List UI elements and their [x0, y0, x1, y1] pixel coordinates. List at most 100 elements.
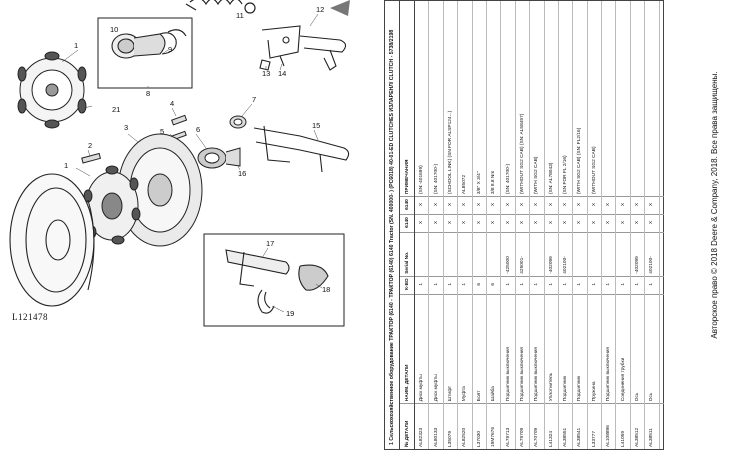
cell-part-name: Подшипник: [573, 293, 587, 404]
fork-shaft-part: [253, 125, 350, 173]
cell-qty: 1: [443, 275, 458, 294]
cell-qty: 1: [645, 275, 659, 294]
cell-notes: [616, 1, 629, 196]
cell-part-name: Подшипник выключения: [602, 293, 616, 404]
cell-notes: 3/8 8.8 Nm: [491, 170, 497, 195]
cell-qty: 1: [530, 275, 544, 294]
callout-5: 5: [160, 127, 164, 136]
callout-7: 7: [252, 95, 256, 104]
parts-table-wrapper: 1 Сельскохозяйственное оборудование ТРАК…: [384, 0, 664, 450]
callout-16: 16: [238, 169, 246, 178]
cell-part-no: L41059: [616, 403, 630, 449]
callout-15: 15: [312, 121, 320, 130]
cell-part-no: AL80133: [429, 403, 443, 449]
cell-notes: [631, 1, 644, 196]
cell-model-a: X: [544, 214, 558, 232]
cell-serial: 425001-: [515, 231, 530, 276]
cell-part-no: L50713: [659, 403, 664, 449]
cell-qty: 6: [472, 275, 486, 294]
cell-notes: (SN: 401700-): [505, 163, 511, 195]
cell-model-a: X: [616, 214, 630, 232]
cell-part-name: Болт: [659, 293, 664, 404]
cell-model-b: X: [501, 196, 515, 215]
table-row: L50713Болт1XX: [659, 1, 664, 449]
cell-part-no: AL79713: [501, 403, 515, 449]
cell-model-b: X: [616, 196, 630, 215]
cell-part-no: AL38541: [573, 403, 587, 449]
copyright-notice: Авторское право © 2018 Deere & Company, …: [710, 71, 719, 339]
callout-1a: 1: [74, 41, 78, 50]
leader-lines: [61, 13, 323, 313]
cell-serial: [415, 231, 429, 276]
cell-model-a: X: [458, 214, 472, 232]
cell-part-no: AL82323: [415, 403, 429, 449]
cell-qty: 1: [659, 275, 664, 294]
cell-part-name: Шайба: [486, 293, 501, 404]
callout-3: 3: [124, 123, 128, 132]
cell-model-a: X: [530, 214, 544, 232]
cell-model-a: X: [472, 214, 486, 232]
pin-part: [81, 152, 102, 164]
cell-model-b: X: [486, 196, 501, 215]
cell-part-name: Соединения трубки: [616, 293, 630, 404]
header-serial: Serial No.: [400, 231, 414, 276]
cell-notes: (SN: 401700-): [433, 163, 439, 195]
release-bearing-part: [111, 29, 187, 59]
cell-qty: 1: [544, 275, 558, 294]
cell-model-b: X: [558, 196, 573, 215]
cell-model-a: X: [415, 214, 429, 232]
flywheel-part: [9, 173, 95, 307]
cell-serial: -425000: [501, 231, 515, 276]
spring-part: [185, 0, 256, 14]
cell-model-b: X: [515, 196, 530, 215]
header-model-b: 6140: [400, 196, 414, 215]
cell-model-a: X: [486, 214, 501, 232]
cell-serial: [472, 231, 486, 276]
cell-notes: (SCHOOL LINK) (SN FOR ALSP124...): [447, 110, 453, 195]
callout-18: 18: [322, 285, 330, 294]
cell-part-no: AL108896: [602, 403, 616, 449]
arrow-pointer: [330, 0, 350, 16]
cell-qty: 1: [587, 275, 602, 294]
cell-model-b: X: [587, 196, 602, 215]
callout-12: 12: [316, 5, 324, 14]
clutch-disc-upper: [17, 51, 87, 129]
header-qty: К-ВО: [400, 275, 414, 294]
cell-notes: [660, 1, 664, 196]
callout-14: 14: [278, 69, 286, 78]
callout-19: 19: [286, 309, 294, 318]
callout-21: 21: [112, 105, 120, 114]
bushing-part: [229, 115, 247, 129]
cell-qty: 1: [630, 275, 645, 294]
cell-qty: 1: [458, 275, 472, 294]
cell-model-b: X: [645, 196, 659, 215]
bearing-callout-box: [97, 17, 193, 89]
cell-qty: 6: [486, 275, 501, 294]
cell-serial: [429, 231, 443, 276]
cell-model-b: X: [573, 196, 587, 215]
callout-1b: 1: [64, 161, 68, 170]
header-notes: ПРИМЕЧАНИЯ: [404, 159, 410, 195]
cell-part-name: Диск муфты: [415, 293, 429, 404]
cell-model-b: X: [443, 196, 458, 215]
cell-serial: [530, 231, 544, 276]
callout-9: 9: [168, 45, 172, 54]
cell-notes: (SN:-401699): [419, 165, 425, 195]
cell-model-a: X: [645, 214, 659, 232]
shift-fork-part: [225, 249, 329, 314]
cell-serial: [573, 231, 587, 276]
table-header: № ДЕТАЛИ НАИМ. ДЕТАЛИ К-ВО Serial No. 61…: [400, 1, 415, 449]
cell-model-b: X: [659, 196, 664, 215]
cell-model-a: X: [443, 214, 458, 232]
throwout-bearing-part: [197, 147, 241, 169]
cell-model-b: X: [530, 196, 544, 215]
cell-part-name: Подшипник выключения: [515, 293, 530, 404]
